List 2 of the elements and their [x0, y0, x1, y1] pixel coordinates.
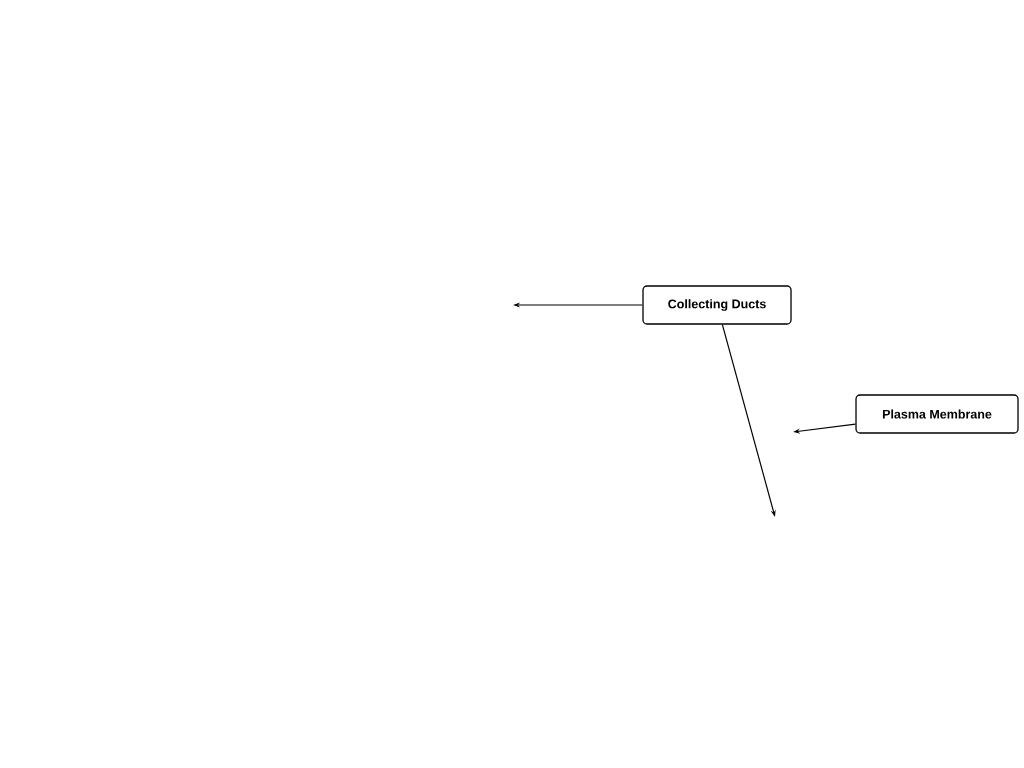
label-box: Collecting Ducts: [642, 285, 792, 325]
label-box: Plasma Membrane: [855, 394, 1019, 434]
